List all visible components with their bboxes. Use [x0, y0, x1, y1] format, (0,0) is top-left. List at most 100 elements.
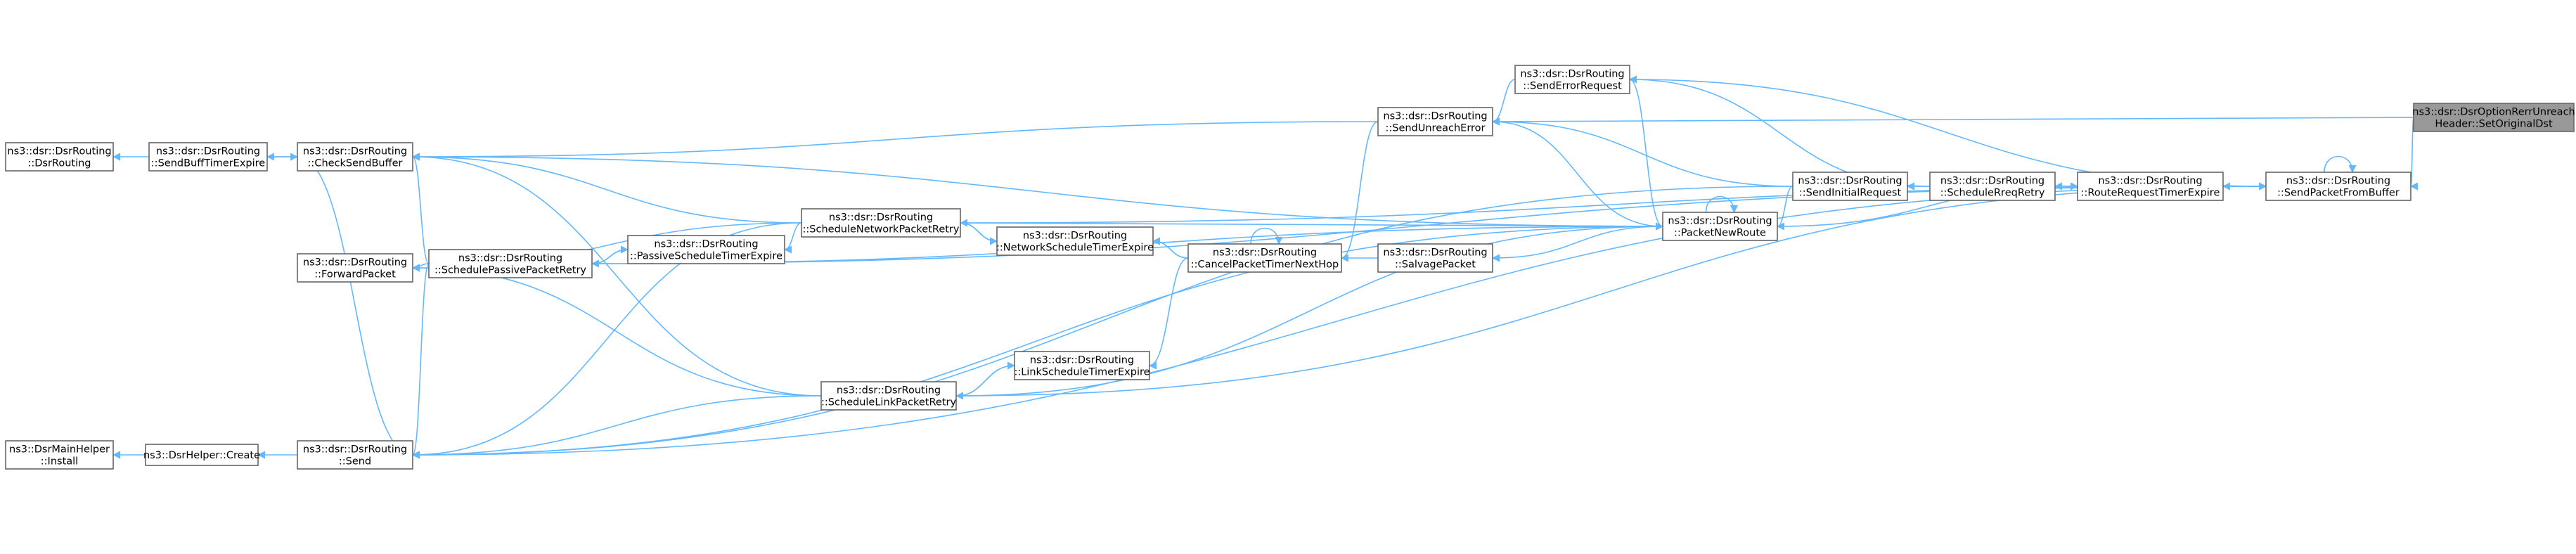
node-label: ns3::dsr::DsrRouting	[7, 146, 111, 157]
node-passsched[interactable]: ns3::dsr::DsrRouting::PassiveScheduleTim…	[627, 235, 785, 264]
node-label: ::CheckSendBuffer	[308, 158, 403, 169]
node-setorigdst[interactable]: ns3::dsr::DsrOptionRerrUnreachHeader::Se…	[2412, 103, 2575, 132]
edge-checksend-from-sendunreach	[411, 121, 1379, 161]
node-label: ::SalvagePacket	[1395, 259, 1476, 271]
node-box	[1929, 172, 2056, 201]
node-forward[interactable]: ns3::dsr::DsrRouting::ForwardPacket	[297, 253, 413, 283]
node-label: ns3::dsr::DsrRouting	[303, 444, 407, 456]
edge-sendpktbuf-from-sendpktbuf	[2324, 155, 2357, 174]
edge-senderr-from-sendpktbuf	[1628, 75, 2267, 187]
node-label: ns3::dsr::DsrRouting	[1383, 111, 1487, 122]
node-checksend[interactable]: ns3::dsr::DsrRouting::CheckSendBuffer	[297, 142, 413, 172]
node-label: ns3::dsr::DsrRouting	[303, 257, 407, 269]
node-box	[1014, 351, 1150, 380]
edge-checksend-from-schedpass	[411, 153, 430, 264]
node-cancelpkt[interactable]: ns3::dsr::DsrRouting::CancelPacketTimerN…	[1187, 243, 1342, 273]
node-schedrreq[interactable]: ns3::dsr::DsrRouting::ScheduleRreqRetry	[1929, 172, 2056, 201]
edge-send-from-sendinit	[411, 186, 1793, 459]
node-label: ns3::dsr::DsrRouting	[1383, 247, 1487, 259]
edge-pktnewroute-from-senderr	[1629, 79, 1664, 231]
node-sendunreach[interactable]: ns3::dsr::DsrRouting::SendUnreachError	[1377, 107, 1493, 136]
node-box	[2265, 172, 2411, 201]
edge-salvage-from-pktnewroute	[1491, 226, 1663, 262]
node-label: ::PassiveScheduleTimerExpire	[630, 251, 783, 262]
edge-netsched-from-schednet	[960, 222, 998, 245]
node-salvage[interactable]: ns3::dsr::DsrRouting::SalvagePacket	[1377, 243, 1493, 273]
node-label: ns3::dsr::DsrRouting	[1023, 231, 1127, 242]
node-label: ::SendPacketFromBuffer	[2277, 188, 2400, 199]
node-senderr[interactable]: ns3::dsr::DsrRouting::SendErrorRequest	[1514, 65, 1630, 94]
node-box	[2077, 172, 2224, 201]
node-sendpktbuf[interactable]: ns3::dsr::DsrRouting::SendPacketFromBuff…	[2265, 172, 2411, 201]
node-label: ns3::dsr::DsrRouting	[1798, 176, 1902, 187]
node-linksched[interactable]: ns3::dsr::DsrRouting::LinkScheduleTimerE…	[1014, 351, 1150, 380]
node-box	[145, 444, 259, 466]
node-label: ns3::dsr::DsrRouting	[1030, 355, 1134, 366]
node-label: ns3::DsrMainHelper	[9, 444, 110, 456]
node-label: ns3::dsr::DsrRouting	[2098, 176, 2202, 187]
edge-cancelpkt-from-sendunreach	[1340, 121, 1379, 262]
node-label: ns3::dsr::DsrOptionRerrUnreach	[2412, 107, 2575, 118]
node-box	[1187, 243, 1342, 273]
nodes-layer: ns3::dsr::DsrOptionRerrUnreachHeader::Se…	[5, 65, 2575, 470]
node-routereq[interactable]: ns3::dsr::DsrRouting::RouteRequestTimerE…	[2077, 172, 2224, 201]
node-netsched[interactable]: ns3::dsr::DsrRouting::NetworkScheduleTim…	[996, 226, 1154, 256]
node-box	[2413, 103, 2575, 132]
node-label: ::Install	[41, 456, 78, 468]
edge-pktnewroute-from-pktnewroute	[1705, 195, 1739, 214]
node-send[interactable]: ns3::dsr::DsrRouting::Send	[297, 440, 413, 470]
edge-checksend-from-pktnewroute	[411, 153, 1663, 227]
edge-passsched-from-schednet	[783, 222, 802, 254]
node-label: ::SchedulePassivePacketRetry	[434, 265, 586, 276]
node-label: ns3::dsr::DsrRouting	[1520, 69, 1624, 80]
node-box	[627, 235, 785, 264]
node-schedlink[interactable]: ns3::dsr::DsrRouting::ScheduleLinkPacket…	[820, 381, 957, 411]
node-schednet[interactable]: ns3::dsr::DsrRouting::ScheduleNetworkPac…	[801, 208, 961, 238]
node-label: ns3::dsr::DsrRouting	[654, 239, 758, 250]
node-box	[801, 208, 961, 238]
node-box	[297, 440, 413, 470]
node-label: ::ScheduleNetworkPacketRetry	[803, 224, 960, 236]
node-label: ns3::dsr::DsrRouting	[1668, 216, 1772, 227]
node-schedpass[interactable]: ns3::dsr::DsrRouting::SchedulePassivePac…	[428, 249, 593, 278]
node-box	[1377, 107, 1493, 136]
node-pktnewroute[interactable]: ns3::dsr::DsrRouting::PacketNewRoute	[1662, 212, 1778, 241]
node-box	[1514, 65, 1630, 94]
node-label: ns3::dsr::DsrRouting	[156, 146, 260, 157]
edge-netsched-from-cancelpkt	[1152, 237, 1189, 259]
node-label: ::ScheduleRreqRetry	[1940, 188, 2045, 199]
edge-sendunreach-from-senderr	[1491, 79, 1516, 126]
edge-pktnewroute-from-sendunreach	[1492, 121, 1664, 231]
edge-send-from-sendpktbuf	[411, 186, 2267, 459]
node-helpercreate[interactable]: ns3::DsrHelper::Create	[143, 444, 260, 466]
edge-linksched-from-schedlink	[955, 361, 1016, 397]
edge-checksend-from-schednet	[411, 153, 802, 224]
node-box	[996, 226, 1154, 256]
node-label: Header::SetOriginalDst	[2435, 119, 2553, 130]
node-box	[148, 142, 268, 172]
edge-send-from-schedlink	[411, 395, 822, 459]
node-label: ns3::dsr::DsrRouting	[1940, 176, 2044, 187]
node-sendinit[interactable]: ns3::dsr::DsrRouting::SendInitialRequest	[1792, 172, 1908, 201]
node-label: ns3::dsr::DsrRouting	[829, 212, 933, 224]
node-label: ::PacketNewRoute	[1674, 228, 1766, 239]
edge-send-from-pktnewroute	[411, 226, 1663, 459]
node-label: ns3::dsr::DsrRouting	[303, 146, 407, 157]
node-dsrrouting[interactable]: ns3::dsr::DsrRouting::DsrRouting	[5, 142, 114, 172]
node-label: ::SendInitialRequest	[1799, 188, 1902, 199]
edge-checksend-from-schedlink	[411, 153, 822, 397]
node-label: ::DsrRouting	[27, 158, 91, 169]
node-box	[297, 142, 413, 172]
edge-pktnewroute-from-schedlink	[955, 222, 1664, 397]
edge-senderr-from-schedrreq	[1628, 75, 1931, 187]
edge-linksched-from-cancelpkt	[1148, 257, 1189, 370]
node-label: ::SendErrorRequest	[1523, 81, 1622, 92]
node-sendbuff[interactable]: ns3::dsr::DsrRouting::SendBuffTimerExpir…	[148, 142, 268, 172]
node-label: ::SendUnreachError	[1385, 123, 1485, 134]
node-label: ns3::DsrHelper::Create	[143, 450, 260, 461]
node-mainhelper[interactable]: ns3::DsrMainHelper::Install	[5, 440, 114, 470]
node-box	[1662, 212, 1778, 241]
node-label: ::ScheduleLinkPacketRetry	[821, 397, 957, 408]
node-label: ::Send	[339, 456, 371, 468]
